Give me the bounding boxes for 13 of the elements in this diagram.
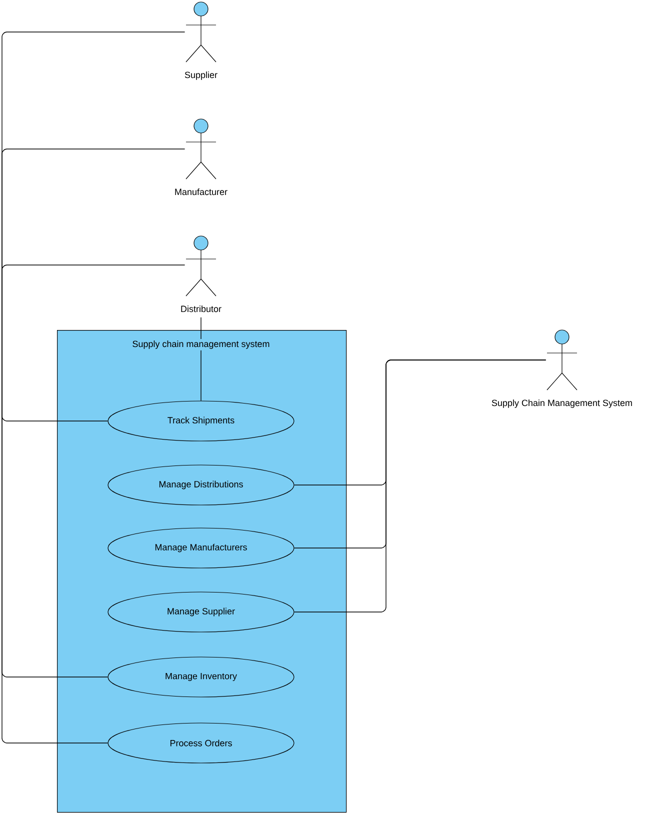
actor: Supply Chain Management System [492,330,632,408]
association-line [2,264,186,678]
actor: Supplier [184,2,218,80]
association-line [2,32,186,744]
node-label: Distributor [181,305,222,312]
node-label: Supply Chain Management System [492,399,632,408]
actor: Manufacturer [175,118,228,196]
node-label: Supplier [184,71,218,80]
association-line [2,148,186,422]
association-line [294,360,546,612]
system-title: Supply chain management system [130,338,272,350]
actor: Distributor [181,236,222,312]
node-label: Manufacturer [175,188,228,196]
